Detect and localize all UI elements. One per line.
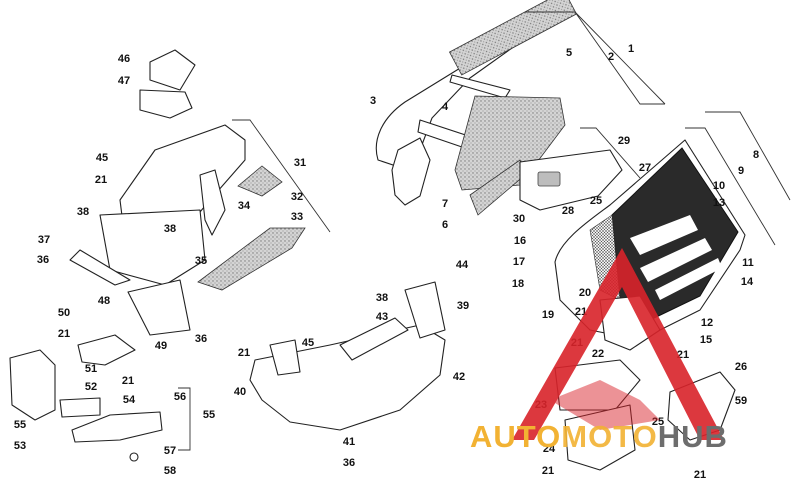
callout-58: 58 [164, 465, 176, 477]
callout-8: 8 [753, 149, 759, 161]
callout-46: 46 [118, 53, 130, 65]
callout-32: 32 [291, 191, 303, 203]
bellypan-assembly [249, 281, 446, 431]
callout-52: 52 [85, 381, 97, 393]
watermark-logo-icon [512, 248, 724, 440]
callout-28: 28 [562, 205, 574, 217]
callout-22: 22 [592, 348, 604, 360]
callout-37: 37 [38, 234, 50, 246]
callout-21: 21 [58, 328, 70, 340]
callout-49: 49 [155, 340, 167, 352]
callout-1: 1 [628, 43, 634, 55]
callout-34: 34 [238, 200, 251, 212]
callout-55: 55 [14, 419, 26, 431]
callout-21: 21 [238, 347, 250, 359]
callout-26: 26 [735, 361, 747, 373]
callout-33: 33 [291, 211, 303, 223]
callout-56: 56 [174, 391, 186, 403]
callout-38: 38 [164, 223, 176, 235]
callout-31: 31 [294, 157, 306, 169]
callout-50: 50 [58, 307, 70, 319]
callout-15: 15 [700, 334, 712, 346]
callout-2: 2 [608, 51, 614, 63]
callout-45: 45 [96, 152, 108, 164]
callout-57: 57 [164, 445, 176, 457]
callout-38: 38 [77, 206, 89, 218]
callout-40: 40 [234, 386, 246, 398]
callout-27: 27 [639, 162, 651, 174]
callout-54: 54 [123, 394, 136, 406]
watermark-text: AUTOMOTOHUB [470, 420, 728, 454]
callout-45: 45 [302, 337, 314, 349]
callout-21: 21 [122, 375, 134, 387]
watermark-text-moto: MOTO [561, 419, 658, 454]
callout-41: 41 [343, 436, 355, 448]
callout-20: 20 [579, 287, 591, 299]
callout-36: 36 [37, 254, 49, 266]
callout-3: 3 [370, 95, 376, 107]
callout-24: 24 [543, 443, 556, 455]
callout-13: 13 [713, 197, 725, 209]
lower-left-assembly [9, 334, 191, 462]
hood-assembly [375, 0, 666, 216]
callout-5: 5 [566, 47, 572, 59]
callout-25: 25 [652, 416, 664, 428]
callout-14: 14 [741, 276, 754, 288]
callout-30: 30 [513, 213, 525, 225]
callout-18: 18 [512, 278, 524, 290]
callout-16: 16 [514, 235, 526, 247]
callout-42: 42 [453, 371, 465, 383]
callout-19: 19 [542, 309, 554, 321]
callout-55: 55 [203, 409, 215, 421]
callout-17: 17 [513, 256, 525, 268]
callout-47: 47 [118, 75, 130, 87]
callout-36: 36 [343, 457, 355, 469]
callout-11: 11 [742, 257, 754, 269]
callout-12: 12 [701, 317, 713, 329]
callout-10: 10 [713, 180, 725, 192]
callout-25: 25 [590, 195, 602, 207]
callout-4: 4 [442, 101, 449, 113]
callout-9: 9 [738, 165, 744, 177]
callout-44: 44 [456, 259, 469, 271]
callout-36: 36 [195, 333, 207, 345]
callout-43: 43 [376, 311, 388, 323]
console-assembly [519, 127, 641, 211]
callout-21: 21 [694, 469, 706, 481]
callout-7: 7 [442, 198, 448, 210]
callout-51: 51 [85, 363, 97, 375]
watermark-text-auto: AUTO [470, 419, 562, 454]
callout-38: 38 [376, 292, 388, 304]
callout-21: 21 [95, 174, 107, 186]
callout-21: 21 [542, 465, 554, 477]
watermark-text-hub: HUB [657, 419, 728, 454]
callout-53: 53 [14, 440, 26, 452]
callout-6: 6 [442, 219, 448, 231]
callout-35: 35 [195, 255, 207, 267]
callout-48: 48 [98, 295, 110, 307]
callout-59: 59 [735, 395, 747, 407]
front-body-assembly [69, 49, 331, 336]
callout-29: 29 [618, 135, 630, 147]
callout-39: 39 [457, 300, 469, 312]
